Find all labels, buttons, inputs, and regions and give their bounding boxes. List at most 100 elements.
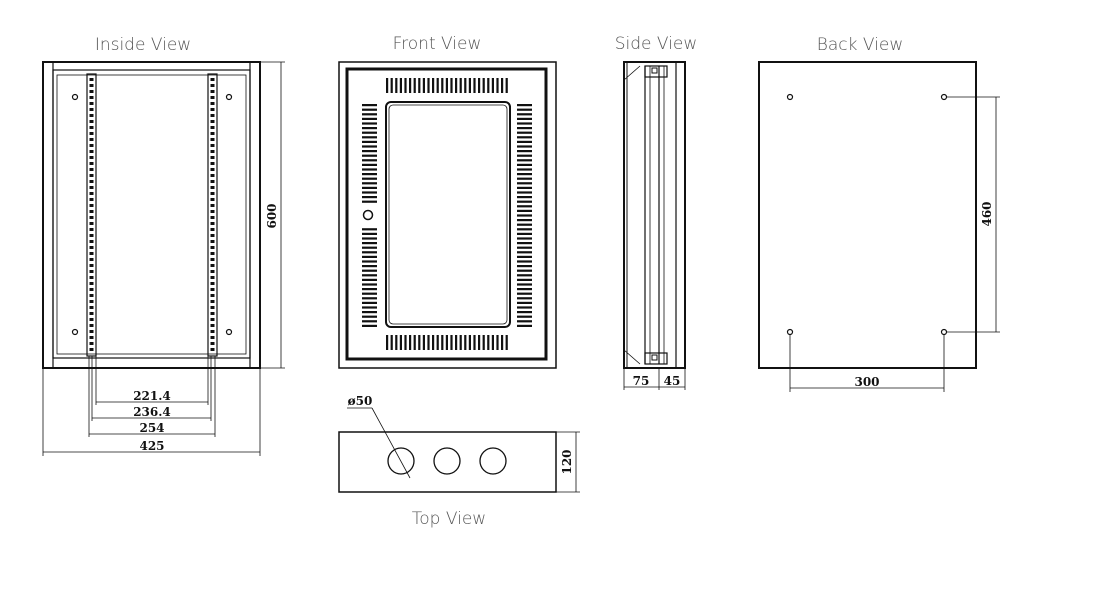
vent-slot	[362, 168, 377, 171]
rail-hole	[89, 132, 94, 135]
rail-hole	[89, 180, 94, 183]
vent-slot	[517, 246, 532, 249]
rail-hole	[89, 210, 94, 213]
wall-mount-hole	[786, 93, 794, 101]
inside-width-236: 236.4	[133, 405, 171, 419]
vent-slot	[404, 78, 407, 93]
vent-slot	[362, 113, 377, 116]
vent-slot	[362, 173, 377, 176]
vent-slot	[362, 163, 377, 166]
rail-hole	[89, 84, 94, 87]
vent-slot	[409, 78, 412, 93]
vent-slot	[362, 283, 377, 286]
vent-slot	[517, 186, 532, 189]
vent-slot	[436, 78, 439, 93]
vent-slot	[478, 78, 481, 93]
rail-hole	[89, 324, 94, 327]
rail-hole	[210, 336, 215, 339]
vent-slot	[362, 154, 377, 157]
rail-hole	[210, 96, 215, 99]
front-glass-window	[385, 101, 511, 328]
cable-entry-hole	[387, 447, 415, 475]
rail-hole	[89, 174, 94, 177]
vent-slot	[517, 292, 532, 295]
vent-slot	[517, 255, 532, 258]
rail-hole	[89, 258, 94, 261]
cable-entry-hole	[479, 447, 507, 475]
vent-slot	[362, 237, 377, 240]
side-depth-45: 45	[664, 374, 681, 388]
inside-inner-frame	[52, 69, 251, 359]
vent-slot	[517, 108, 532, 111]
rail-hole	[89, 282, 94, 285]
vent-slot	[517, 177, 532, 180]
rail-hole	[89, 126, 94, 129]
vent-slot	[413, 335, 416, 350]
vent-slot	[427, 78, 430, 93]
vent-slot	[362, 320, 377, 323]
vent-slot	[517, 104, 532, 107]
rail-hole	[210, 246, 215, 249]
rail-hole	[210, 174, 215, 177]
vent-slot	[362, 315, 377, 318]
dim-top-height: 120	[556, 431, 580, 493]
rail-hole	[89, 108, 94, 111]
vent-slot	[362, 260, 377, 263]
rail-hole	[89, 234, 94, 237]
vent-slot	[413, 78, 416, 93]
rail-hole	[210, 198, 215, 201]
vent-slot	[362, 274, 377, 277]
vent-slot	[517, 205, 532, 208]
rail-hole	[89, 162, 94, 165]
vent-slot	[517, 163, 532, 166]
rail-hole	[210, 306, 215, 309]
rail-hole	[89, 342, 94, 345]
rail-hole	[210, 318, 215, 321]
rail-hole	[210, 90, 215, 93]
vent-slot	[517, 159, 532, 162]
vent-slot	[517, 154, 532, 157]
vent-slot	[496, 78, 499, 93]
vent-slot	[473, 78, 476, 93]
vent-slot	[362, 186, 377, 189]
rail-hole	[210, 330, 215, 333]
rail-hole	[89, 222, 94, 225]
rail-hole	[210, 102, 215, 105]
rail-hole	[89, 168, 94, 171]
side-bracket-bottom	[644, 352, 668, 365]
vent-slot	[517, 315, 532, 318]
vent-slot	[418, 78, 421, 93]
rail-hole	[210, 342, 215, 345]
vent-slot	[487, 78, 490, 93]
front-door	[345, 67, 548, 361]
rail-hole	[210, 192, 215, 195]
rail-hole	[210, 300, 215, 303]
rail-hole	[89, 318, 94, 321]
rail-hole	[210, 126, 215, 129]
top-view-title: Top View	[412, 509, 486, 529]
rail-hole	[89, 198, 94, 201]
vent-slot	[362, 108, 377, 111]
vent-slot	[362, 301, 377, 304]
vent-slot	[386, 335, 389, 350]
rail-hole	[89, 294, 94, 297]
rail-hole	[89, 216, 94, 219]
vent-slot	[362, 269, 377, 272]
vent-slot	[517, 219, 532, 222]
rail-hole	[89, 270, 94, 273]
mount-hole	[71, 328, 79, 336]
rail-hole	[210, 138, 215, 141]
rail-hole	[210, 228, 215, 231]
inside-view: Inside View 600	[42, 35, 285, 456]
vent-slot	[464, 78, 467, 93]
vent-slot	[517, 173, 532, 176]
vent-slot	[450, 335, 453, 350]
vent-slot	[386, 78, 389, 93]
vent-slot	[362, 150, 377, 153]
rail-hole	[210, 234, 215, 237]
vent-slot	[362, 228, 377, 231]
vent-slot	[362, 177, 377, 180]
vent-slot	[362, 191, 377, 194]
side-view-title: Side View	[615, 34, 698, 54]
rail-hole	[210, 282, 215, 285]
